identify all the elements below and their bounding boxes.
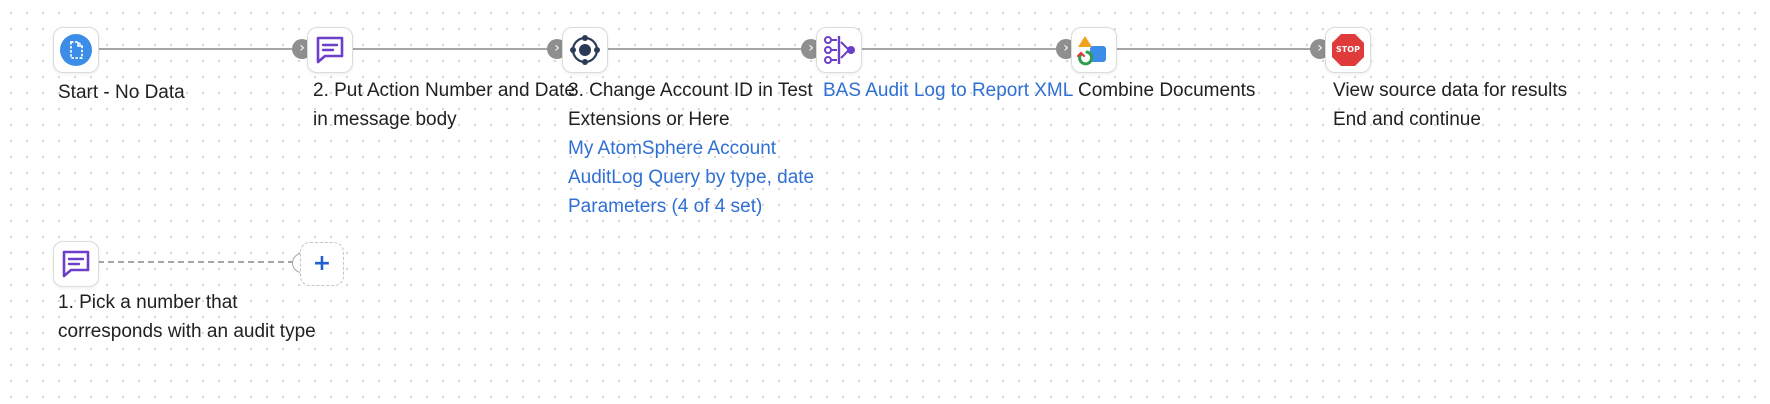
- combine-shape-step5[interactable]: [1071, 27, 1117, 73]
- message-shape-step2[interactable]: [307, 27, 353, 73]
- connector-step4-to-step5: [861, 48, 1061, 50]
- connector-icon: [567, 32, 603, 68]
- map-icon: [821, 32, 857, 68]
- stop-shape[interactable]: STOP: [1325, 27, 1371, 73]
- branch-label: 1. Pick a number that corresponds with a…: [58, 288, 316, 346]
- step3-label: 3. Change Account ID in Test Extensions …: [568, 76, 814, 221]
- start-label: Start - No Data: [58, 78, 185, 107]
- connector-step3-to-step4: [606, 48, 806, 50]
- add-shape-placeholder[interactable]: +: [300, 242, 344, 286]
- connector-step5-to-stop: [1115, 48, 1315, 50]
- connection-link[interactable]: My AtomSphere Account: [568, 138, 777, 159]
- step4-label: BAS Audit Log to Report XML: [823, 76, 1073, 105]
- branch-label-line1: 1. Pick a number that: [58, 292, 238, 313]
- operation-link[interactable]: AuditLog Query by type, date: [568, 167, 815, 188]
- start-shape[interactable]: [53, 27, 99, 73]
- message-icon: [313, 33, 347, 67]
- stop-icon: STOP: [1331, 33, 1365, 67]
- stop-icon-text: STOP: [1336, 45, 1360, 54]
- step2-label: 2. Put Action Number and Date in message…: [313, 76, 575, 134]
- stop-label-line2: End and continue: [1333, 109, 1481, 130]
- branch-label-line2: corresponds with an audit type: [58, 321, 316, 342]
- step2-label-line1: 2. Put Action Number and Date: [313, 80, 575, 101]
- stop-label-line1: View source data for results: [1333, 80, 1568, 101]
- message-shape-branch[interactable]: [53, 241, 99, 287]
- connector-shape-step3[interactable]: [562, 27, 608, 73]
- connector-step2-to-step3: [352, 48, 552, 50]
- step3-label-line1: 3. Change Account ID in Test: [568, 80, 813, 101]
- document-start-icon: [59, 33, 93, 67]
- map-shape-step4[interactable]: [816, 27, 862, 73]
- parameters-link[interactable]: Parameters (4 of 4 set): [568, 196, 763, 217]
- plus-icon: +: [312, 251, 332, 276]
- map-link[interactable]: BAS Audit Log to Report XML: [823, 80, 1074, 101]
- connector-branch-dashed: [98, 261, 294, 263]
- stop-label: View source data for results End and con…: [1333, 76, 1567, 134]
- step5-label: Combine Documents: [1078, 76, 1255, 105]
- shapes-icon: [1076, 32, 1112, 68]
- connector-start-to-step2: [98, 48, 298, 50]
- step2-label-line2: in message body: [313, 109, 457, 130]
- step3-label-line2: Extensions or Here: [568, 109, 730, 130]
- start-label-text: Start - No Data: [58, 82, 185, 103]
- step5-label-text: Combine Documents: [1078, 80, 1256, 101]
- message-icon: [59, 247, 93, 281]
